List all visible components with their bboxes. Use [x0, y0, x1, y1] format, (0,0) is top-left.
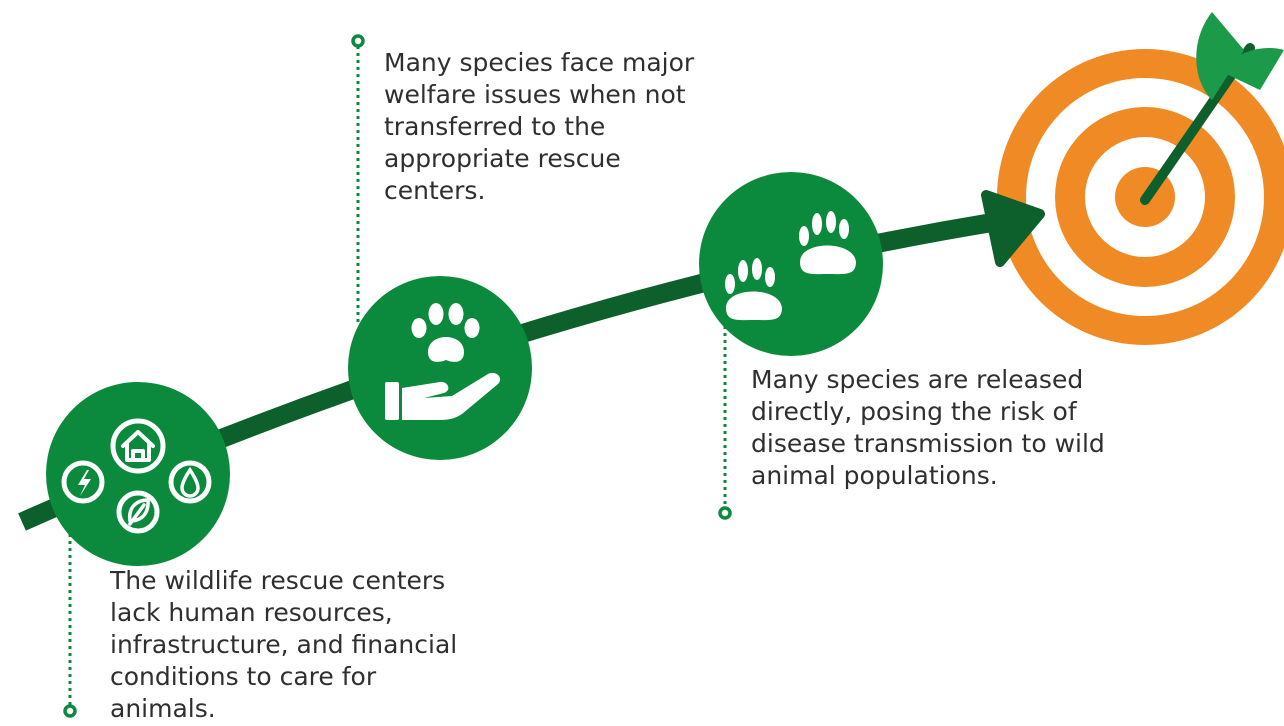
- step-2-text: Many species are released directly, posi…: [751, 365, 1105, 490]
- step-1-text: The wildlife rescue centers lack human r…: [110, 566, 458, 723]
- paw-in-hand-icon: [348, 276, 532, 460]
- resources-icon: [46, 382, 230, 566]
- connectors: [68, 46, 727, 706]
- target-icon: [997, 49, 1284, 345]
- paw-prints-icon: [699, 172, 883, 356]
- dart-arrow: [1140, 12, 1284, 205]
- connector-endpoints: [63, 34, 732, 718]
- step-3-text: Many species face major welfare issues w…: [384, 48, 695, 205]
